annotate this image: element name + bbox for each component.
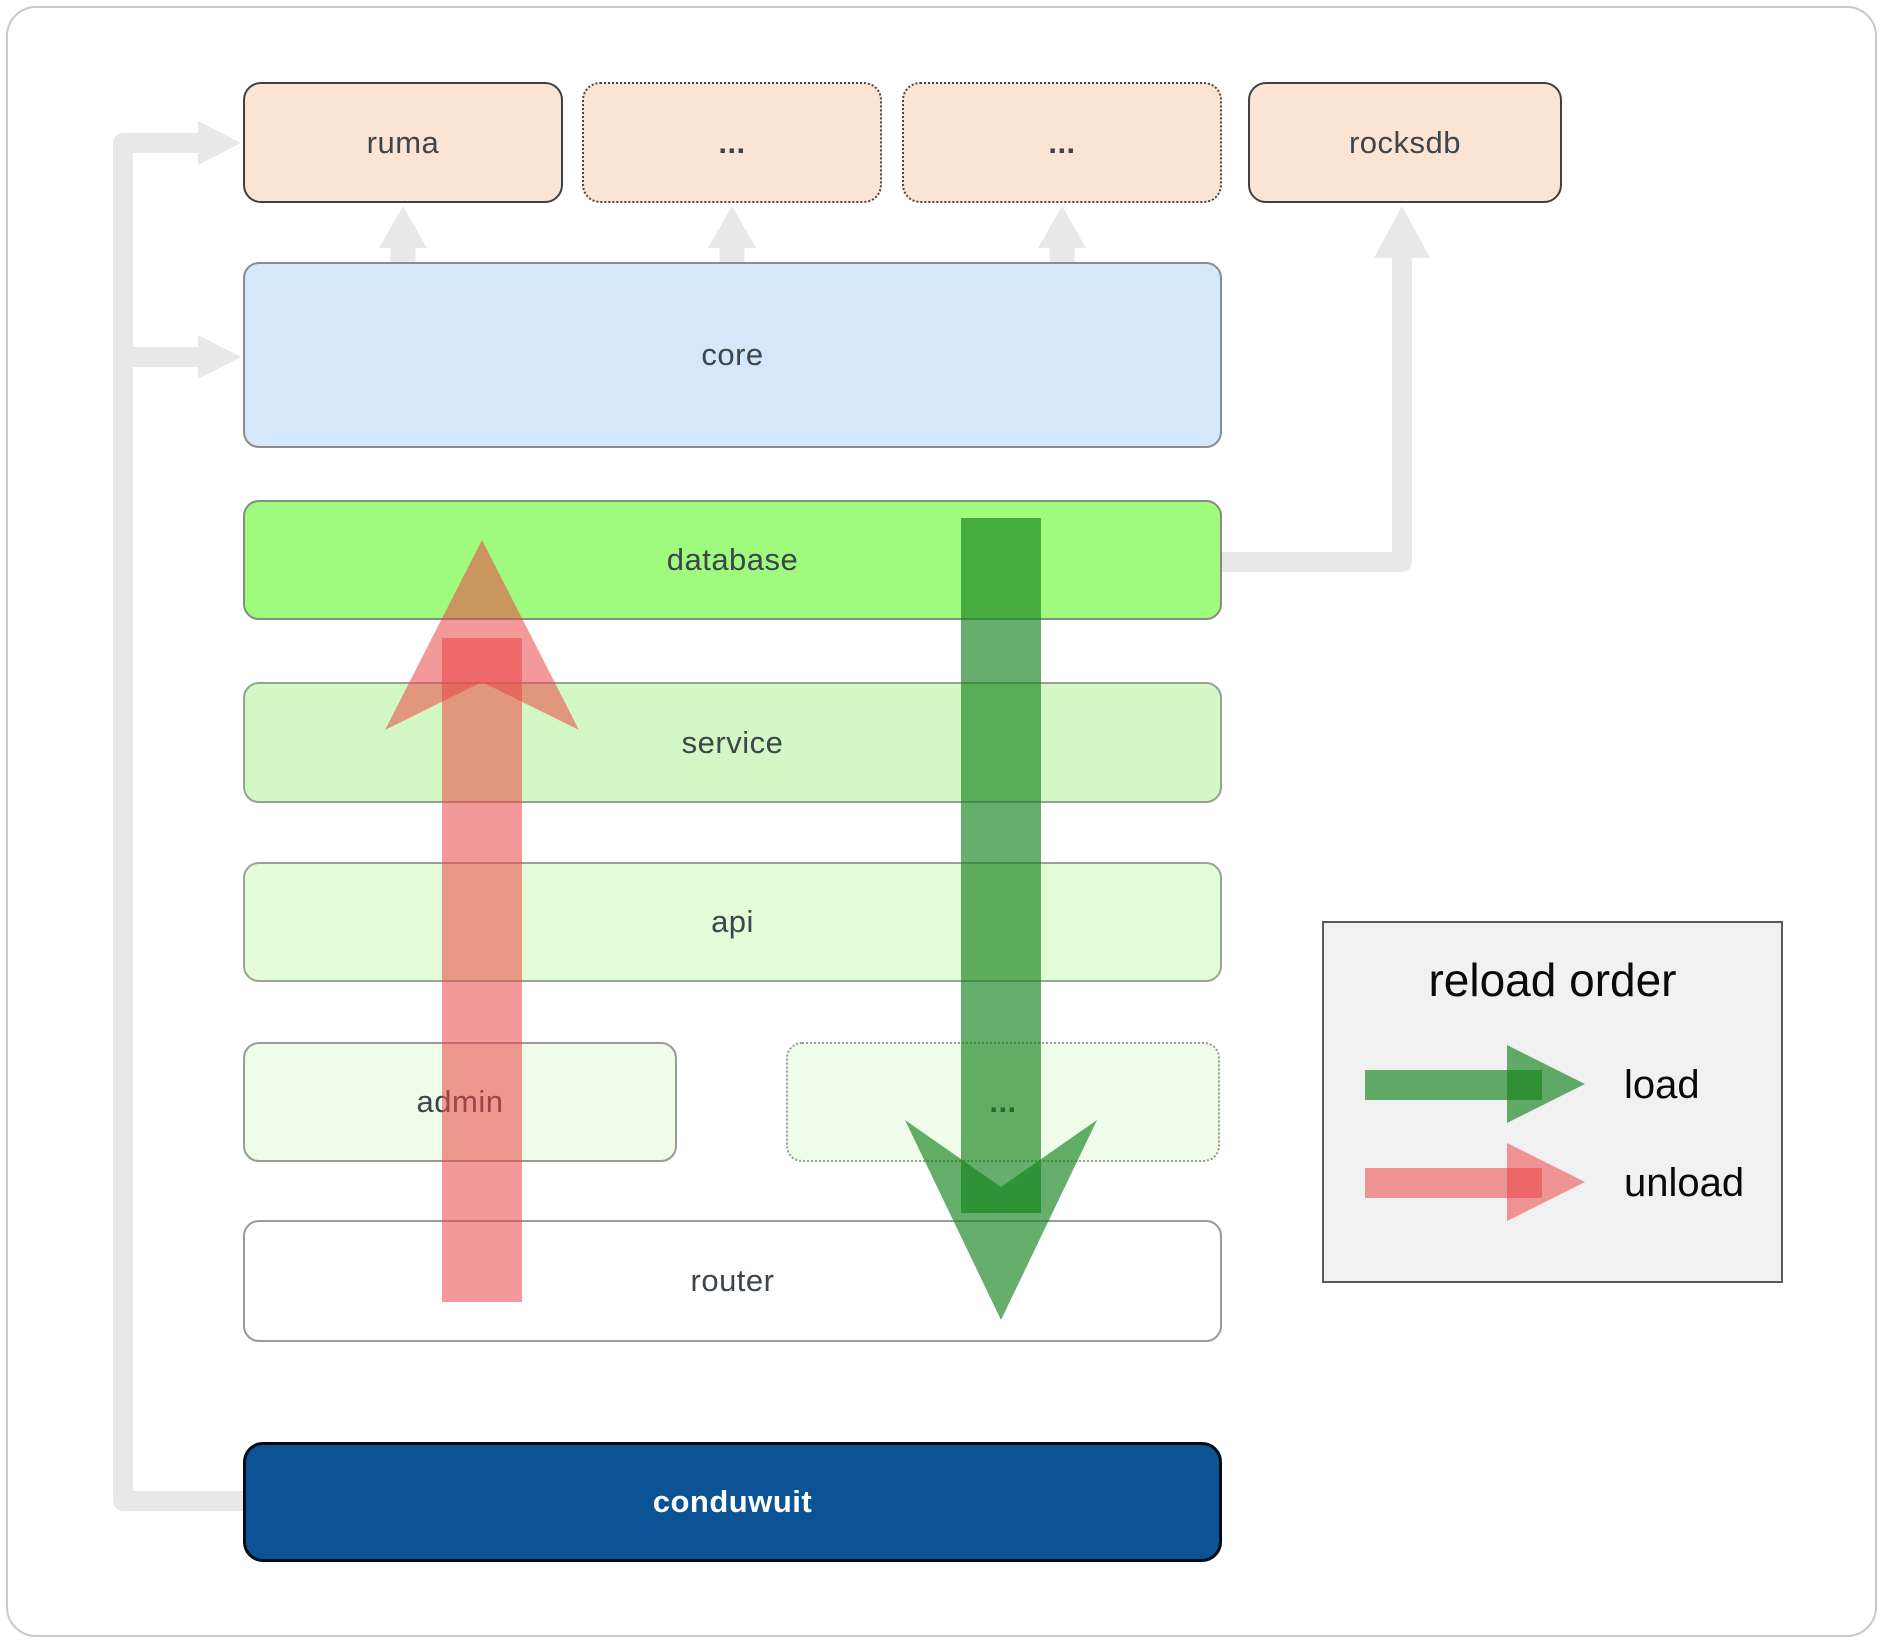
legend-title: reload order <box>1428 954 1677 1006</box>
node-core: core <box>243 262 1222 448</box>
node-ellipsis-mid-label: ... <box>989 1084 1017 1119</box>
node-conduwuit: conduwuit <box>243 1442 1222 1562</box>
node-admin: admin <box>243 1042 677 1162</box>
node-api: api <box>243 862 1222 982</box>
node-ellipsis-top-2-label: ... <box>1048 124 1076 160</box>
node-ellipsis-top-1-label: ... <box>718 124 746 160</box>
node-router-label: router <box>690 1263 775 1298</box>
node-database-label: database <box>666 542 799 577</box>
outer-frame <box>6 6 1877 1637</box>
legend-reload-order: reload order load unload <box>1322 921 1783 1283</box>
node-ellipsis-mid: ... <box>786 1042 1220 1162</box>
node-router: router <box>243 1220 1222 1342</box>
node-rocksdb-label: rocksdb <box>1348 124 1462 160</box>
node-ruma-label: ruma <box>366 124 440 160</box>
node-admin-label: admin <box>416 1084 504 1119</box>
node-api-label: api <box>711 904 754 939</box>
legend-unload-label: unload <box>1624 1161 1745 1205</box>
node-database: database <box>243 500 1222 620</box>
node-ruma: ruma <box>243 82 563 203</box>
node-ellipsis-top-2: ... <box>902 82 1222 203</box>
legend-load-label: load <box>1624 1063 1700 1107</box>
node-service: service <box>243 682 1222 803</box>
legend-unload-arrow-head-icon <box>1507 1143 1585 1221</box>
node-ellipsis-top-1: ... <box>582 82 882 203</box>
node-rocksdb: rocksdb <box>1248 82 1562 203</box>
node-conduwuit-label: conduwuit <box>652 1484 813 1519</box>
legend-load-arrow-head-icon <box>1507 1045 1585 1123</box>
node-core-label: core <box>701 337 764 372</box>
node-service-label: service <box>681 724 784 760</box>
